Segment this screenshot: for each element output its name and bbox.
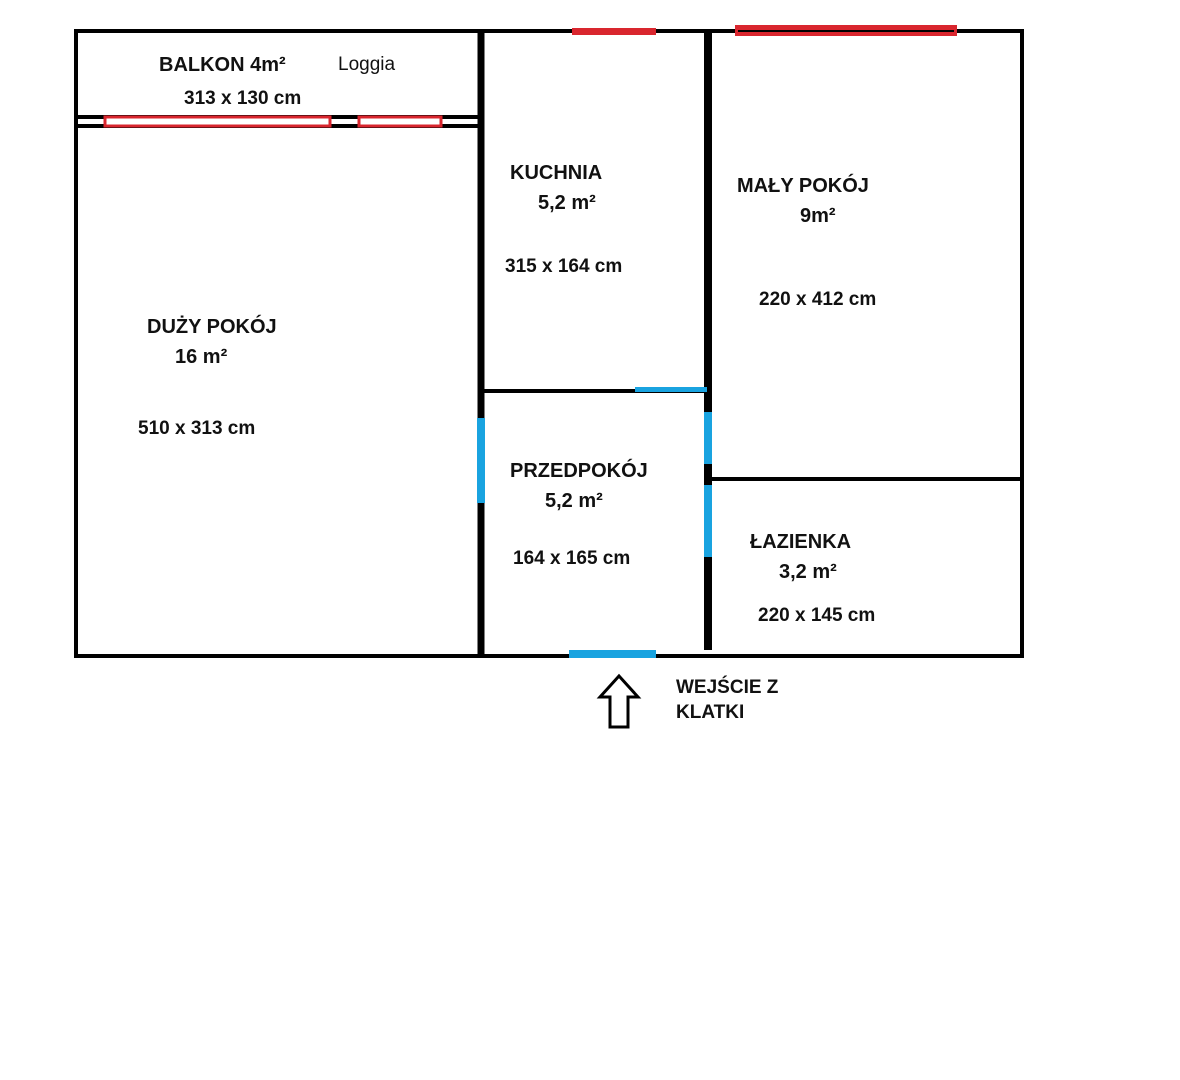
- door-maly-pokoj: [704, 412, 712, 464]
- duzy-pokoj-dims: 510 x 313 cm: [138, 418, 255, 439]
- maly-pokoj-area: 9m²: [800, 205, 836, 227]
- balkon-note: Loggia: [338, 54, 395, 75]
- duzy-pokoj-area: 16 m²: [175, 346, 228, 368]
- przedpokoj-name: PRZEDPOKÓJ: [510, 458, 648, 482]
- window-kuchnia: [572, 28, 656, 35]
- maly-pokoj-name: MAŁY POKÓJ: [737, 173, 869, 197]
- door-kuchnia: [635, 387, 707, 392]
- kuchnia-dims: 315 x 164 cm: [505, 256, 622, 277]
- przedpokoj-dims: 164 x 165 cm: [513, 548, 630, 569]
- balkon-name: BALKON 4m²: [159, 54, 286, 76]
- kuchnia-name: KUCHNIA: [510, 162, 602, 184]
- entrance-label-line2: KLATKI: [676, 702, 744, 723]
- entrance-label-line1: WEJŚCIE Z: [676, 676, 779, 698]
- lazienka-area: 3,2 m²: [779, 561, 837, 583]
- duzy-pokoj-name: DUŻY POKÓJ: [147, 314, 277, 338]
- window-balcony-left: [103, 115, 332, 128]
- door-lazienka: [704, 485, 712, 557]
- lazienka-dims: 220 x 145 cm: [758, 605, 875, 626]
- window-balcony-right: [357, 115, 443, 128]
- up-arrow-icon: [596, 673, 642, 729]
- balkon-dims: 313 x 130 cm: [184, 88, 301, 109]
- przedpokoj-area: 5,2 m²: [545, 490, 603, 512]
- door-entrance: [569, 650, 656, 658]
- outer-wall: [74, 29, 1024, 658]
- lazienka-name: ŁAZIENKA: [750, 531, 851, 553]
- kuchnia-area: 5,2 m²: [538, 192, 596, 214]
- door-duzy-pokoj: [477, 418, 485, 503]
- maly-pokoj-dims: 220 x 412 cm: [759, 289, 876, 310]
